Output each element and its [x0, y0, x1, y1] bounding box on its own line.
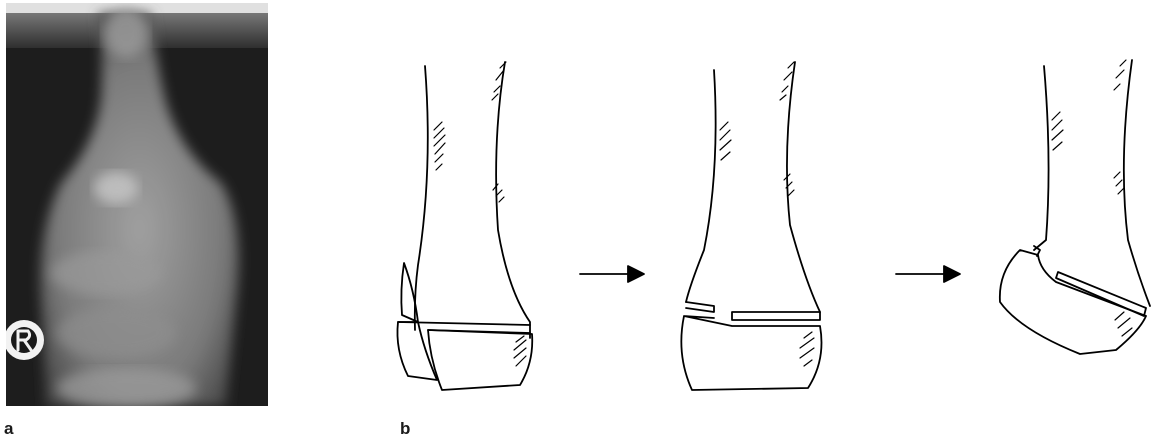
right-arrow-icon-1: [580, 266, 644, 282]
hatch-marks: [1052, 60, 1132, 336]
stage-3-bone: [1000, 60, 1150, 354]
hatch-marks: [434, 62, 526, 366]
radiograph-image: [6, 3, 268, 406]
right-arrow-icon-2: [896, 266, 960, 282]
panel-a-label: a: [4, 420, 13, 437]
fracture-diagram: [380, 50, 1151, 400]
panel-b-label: b: [400, 420, 410, 437]
stage-1-bone: [397, 62, 532, 390]
stage-2-bone: [681, 62, 821, 390]
